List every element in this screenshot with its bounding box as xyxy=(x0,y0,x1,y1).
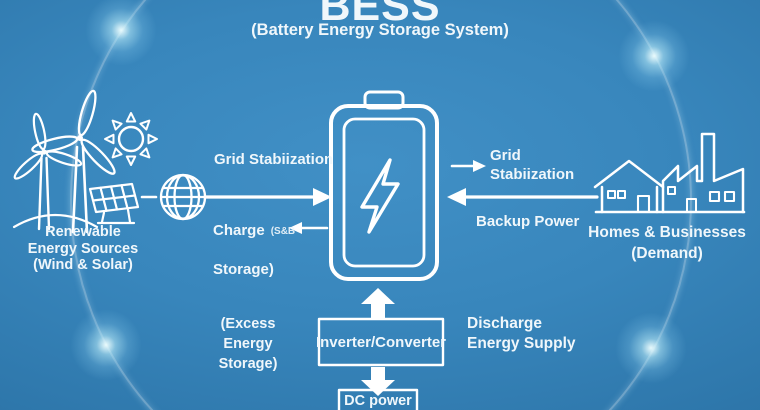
inverter-box xyxy=(317,317,445,367)
charge-word: Charge xyxy=(213,222,265,239)
backup-power-label: Backup Power xyxy=(476,213,580,230)
arrow-left-icon xyxy=(289,222,329,234)
charge-note: (S&B xyxy=(270,226,296,237)
dc-power-box xyxy=(337,388,419,410)
lightning-bolt-icon xyxy=(360,158,400,234)
discharge-supply-label: Discharge Energy Supply xyxy=(467,315,576,352)
house-icon xyxy=(593,159,665,214)
homes-businesses-label: Homes & Businesses (Demand) xyxy=(588,224,746,262)
inverter-converter-label: Inverter/Converter xyxy=(315,333,447,351)
page-subtitle: (Battery Energy Storage System) xyxy=(251,21,509,39)
arrow-down-icon xyxy=(361,367,395,396)
charge-storage-label: Charge (S&B Storage) xyxy=(213,202,295,298)
grid-stabilization-right-label: Grid Stabiization xyxy=(490,147,575,183)
charge-line2: Storage) xyxy=(213,261,274,278)
battery-icon xyxy=(329,90,439,281)
dc-power-label: DC power xyxy=(344,393,412,409)
excess-energy-label: (Excess Energy Storage) xyxy=(218,316,278,372)
grid-stabilization-left-label: Grid Stabiization xyxy=(214,151,334,168)
arrow-right-icon xyxy=(203,188,332,206)
arrow-left-icon xyxy=(447,188,599,206)
factory-icon xyxy=(661,132,745,214)
globe-icon xyxy=(159,173,207,221)
arrow-right-icon xyxy=(450,160,486,172)
wind-turbine-icon xyxy=(12,89,116,234)
arrow-up-icon xyxy=(361,288,395,318)
page-title: BESS xyxy=(319,0,441,30)
orbit-circle xyxy=(70,0,692,410)
renewable-sources-label: Renewable Energy Sources (Wind & Solar) xyxy=(27,224,139,273)
sun-icon xyxy=(104,112,158,166)
solar-panel-icon xyxy=(88,182,140,225)
